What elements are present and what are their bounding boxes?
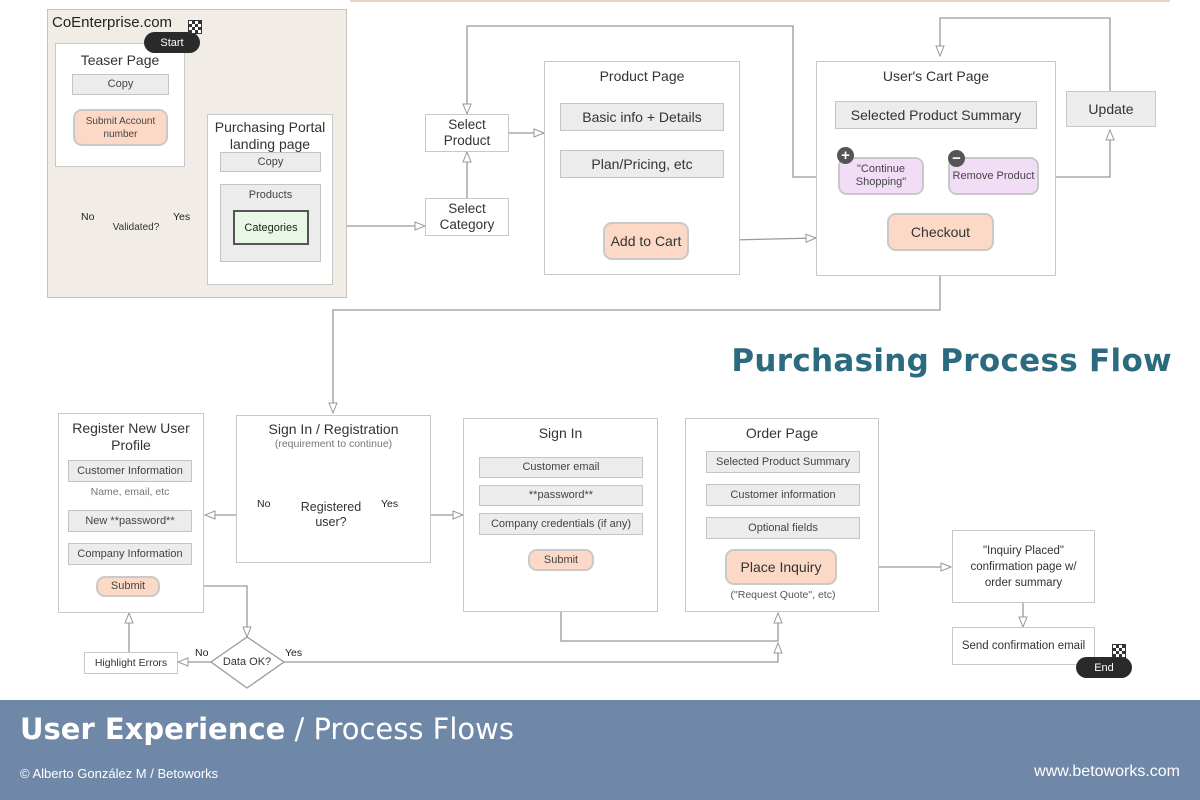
validated-no-label: No [81,211,95,223]
add-to-cart-button[interactable]: Add to Cart [603,222,689,260]
registered-no-label: No [257,498,271,510]
registered-yes-label: Yes [381,498,399,510]
order-page-title: Order Page [745,425,819,441]
order-customer-box: Customer information [706,484,860,506]
data-ok-yes-label: Yes [285,647,303,659]
signin-registration-frame: Sign In / Registration (requirement to c… [236,415,431,563]
teaser-page-frame: Teaser Page [55,43,185,167]
register-customer-note: Name, email, etc [90,486,170,498]
region-title: CoEnterprise.com [52,14,173,31]
validated-yes-label: Yes [173,211,191,223]
process-flow-diagram: CoEnterprise.com Teaser Page Copy Submit… [47,0,1172,689]
footer-title-rest: / Process Flows [285,712,514,746]
footer-bar: User Experience / Process Flows © Albert… [0,700,1200,800]
top-divider [350,0,1170,2]
signin-title: Sign In [538,425,583,441]
register-title: Register New User Profile [72,420,190,453]
cart-title: User's Cart Page [882,68,990,84]
inquiry-placed-box: "Inquiry Placed" confirmation page w/ or… [952,530,1095,603]
footer-credit: © Alberto González M / Betoworks [20,766,219,781]
end-flag-icon [1112,644,1126,658]
footer-title-bold: User Experience [20,712,286,746]
signin-email-box: Customer email [479,457,643,478]
portal-copy-box: Copy [220,152,321,172]
order-optional-box: Optional fields [706,517,860,539]
place-inquiry-button[interactable]: Place Inquiry [725,549,837,585]
teaser-copy-box: Copy [72,74,169,95]
continue-shopping-button[interactable]: "Continue Shopping" [838,157,924,195]
signin-credentials-box: Company credentials (if any) [479,513,643,535]
signin-submit-button[interactable]: Submit [528,549,594,571]
end-pill: End [1076,657,1132,678]
portal-title: Purchasing Portal landing page [214,119,326,152]
register-submit-button[interactable]: Submit [96,576,160,597]
product-page-title: Product Page [599,68,685,84]
cart-summary-box: Selected Product Summary [835,101,1037,129]
footer-title: User Experience / Process Flows [20,712,514,746]
footer-site-link[interactable]: www.betoworks.com [1034,763,1180,780]
update-box[interactable]: Update [1066,91,1156,127]
basic-info-box: Basic info + Details [560,103,724,131]
data-ok-label: Data OK? [222,655,272,668]
signin-registration-title: Sign In / Registration [268,421,399,437]
select-product-box[interactable]: Select Product [425,114,509,152]
register-password-box: New **password** [68,510,192,532]
start-flag-icon [188,20,202,34]
order-summary-box: Selected Product Summary [706,451,860,473]
validated-label: Validated? [112,221,160,233]
categories-box[interactable]: Categories [233,210,309,245]
data-ok-decision [209,636,286,689]
data-ok-no-label: No [195,647,209,659]
registered-label: Registered user? [300,500,362,529]
highlight-errors-box: Highlight Errors [84,652,178,674]
signin-password-box: **password** [479,485,643,506]
signin-registration-subtitle: (requirement to continue) [274,438,393,450]
register-customer-info-box: Customer Information [68,460,192,482]
send-confirmation-box: Send confirmation email [952,627,1095,665]
checkout-button[interactable]: Checkout [887,213,994,251]
plus-icon: + [837,147,854,164]
start-pill: Start [144,32,200,53]
place-inquiry-note: ("Request Quote", etc) [730,589,836,601]
minus-icon: − [948,150,965,167]
teaser-page-title: Teaser Page [80,52,160,68]
products-label: Products [248,189,293,201]
plan-pricing-box: Plan/Pricing, etc [560,150,724,178]
diagram-heading: Purchasing Process Flow [731,343,1172,379]
register-company-box: Company Information [68,543,192,565]
submit-account-button[interactable]: Submit Account number [73,109,168,146]
select-category-box[interactable]: Select Category [425,198,509,236]
